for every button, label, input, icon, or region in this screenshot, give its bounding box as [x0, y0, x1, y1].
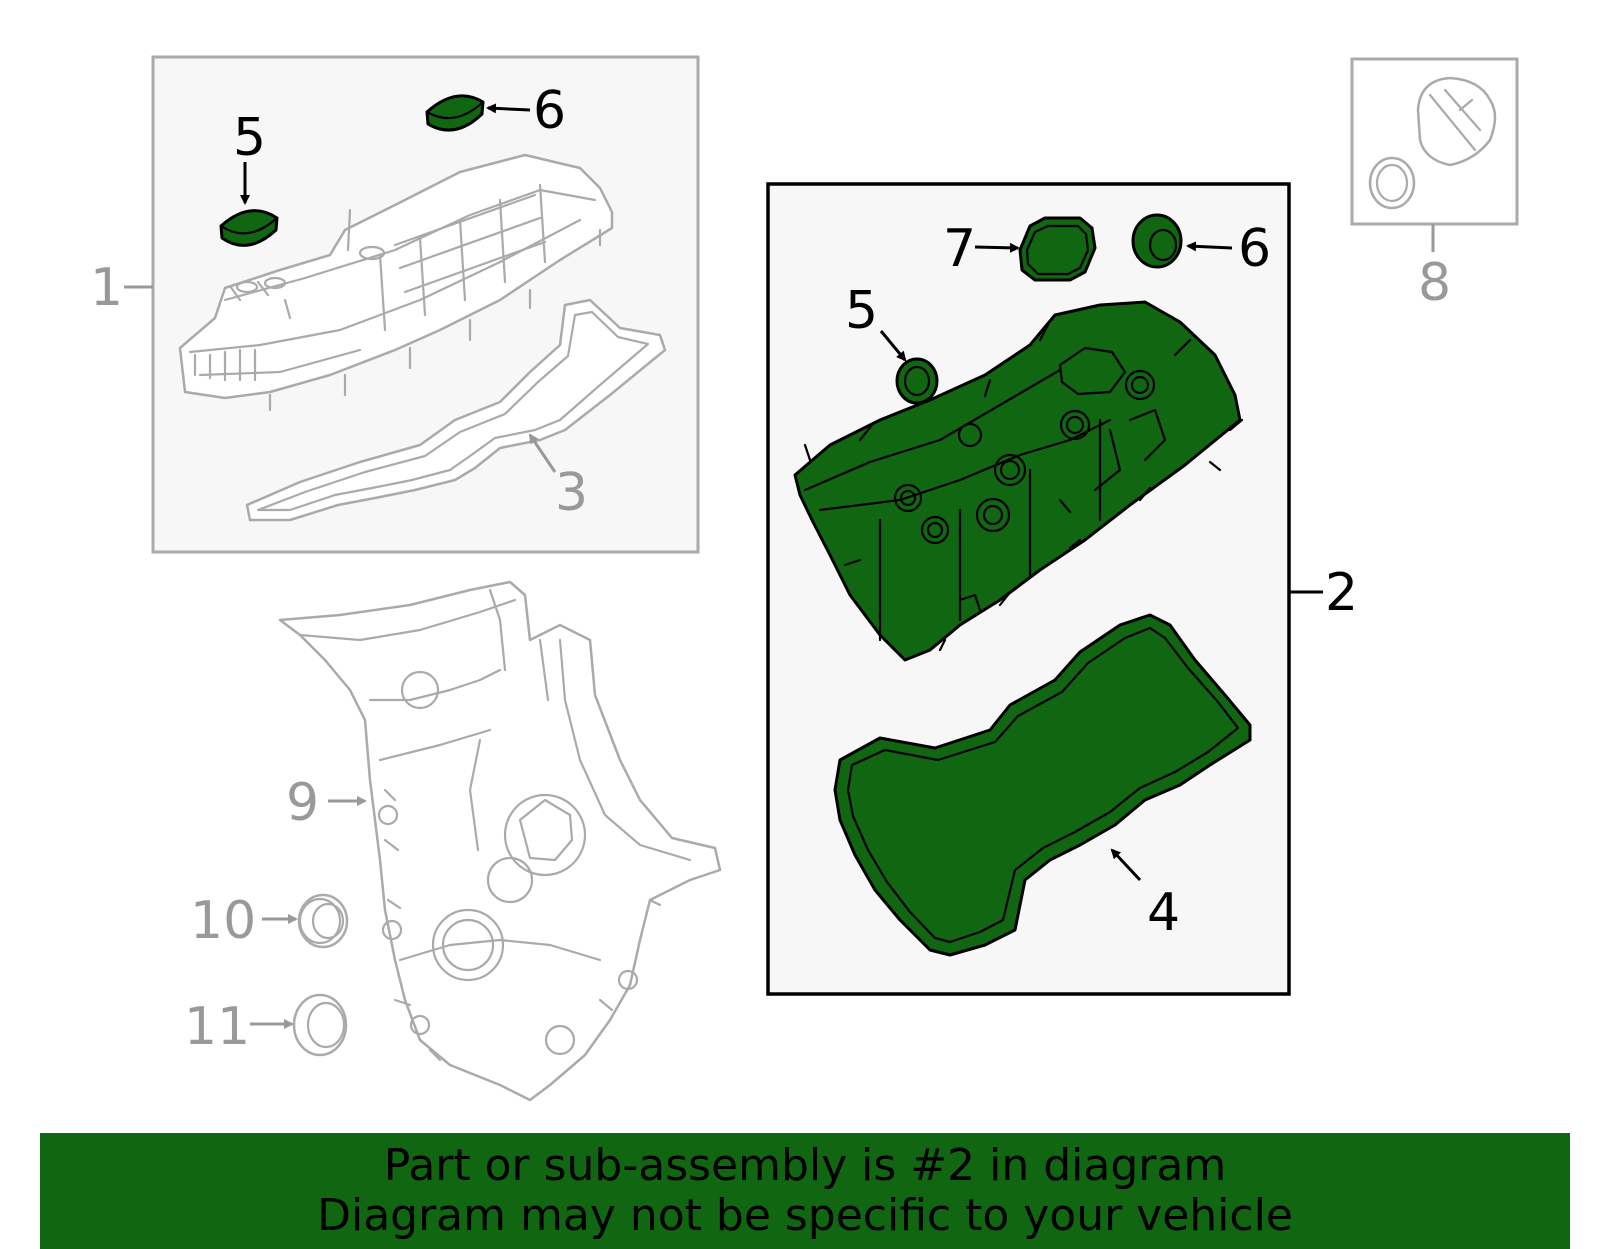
callout-6-right: 6 [1238, 219, 1271, 279]
callout-1: 1 [90, 258, 123, 318]
valve-cover-2-drawing [793, 300, 1244, 662]
gasket-7-drawing [1018, 216, 1097, 282]
callout-6-left: 6 [533, 81, 566, 141]
callout-5-left: 5 [233, 108, 266, 168]
callout-9: 9 [286, 773, 319, 833]
banner-line-1: Part or sub-assembly is #2 in diagram [383, 1140, 1227, 1191]
callout-5-right: 5 [845, 281, 878, 341]
seal-10-drawing [297, 893, 349, 949]
callout-7: 7 [943, 219, 976, 279]
assembly-1-group [151, 55, 700, 554]
valve-cover-1-drawing [178, 153, 614, 412]
callout-4: 4 [1147, 883, 1180, 943]
timing-cover-9-drawing [278, 580, 722, 1102]
gasket-4-drawing [833, 613, 1252, 957]
callout-2: 2 [1325, 563, 1358, 623]
gasket-3-drawing [245, 298, 667, 522]
plug-6-left-drawing [425, 94, 485, 132]
seal-11-drawing [292, 993, 348, 1057]
callout-11: 11 [184, 997, 250, 1057]
assembly-2-group [766, 182, 1291, 996]
callout-8: 8 [1418, 253, 1451, 313]
part-8-group [1350, 57, 1519, 252]
banner-line-2: Diagram may not be specific to your vehi… [317, 1190, 1293, 1241]
notice-banner: Part or sub-assembly is #2 in diagram Di… [40, 1133, 1570, 1249]
plug-5-left-drawing [219, 209, 279, 247]
parts-diagram: 1 2 3 4 5 5 6 6 7 8 9 10 11 [90, 55, 1519, 1102]
callout-10: 10 [190, 891, 256, 951]
grommet-5-right-drawing [895, 357, 939, 405]
seal-6-right-drawing [1131, 213, 1183, 269]
callout-3: 3 [555, 463, 588, 523]
